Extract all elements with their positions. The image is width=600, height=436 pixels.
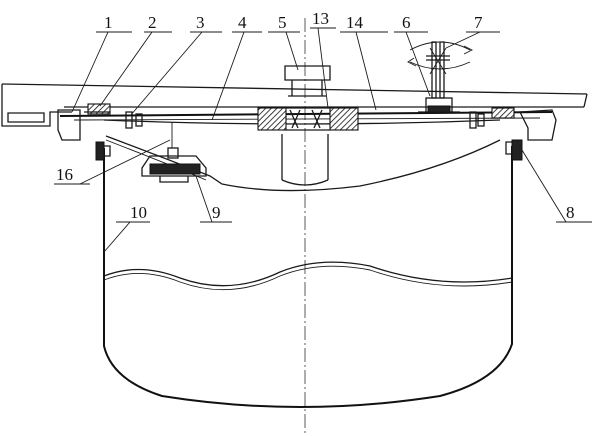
- fasteners: [125, 111, 485, 129]
- bearing-right: [329, 107, 359, 131]
- sealing-ring-left: [87, 103, 111, 115]
- label-9: 9: [212, 203, 221, 222]
- liquid-surface-2: [103, 265, 513, 291]
- bearing-left: [257, 107, 287, 131]
- label-4: 4: [238, 13, 247, 32]
- rotation-arrow-top: [409, 41, 471, 51]
- label-10: 10: [130, 203, 147, 222]
- part-labels: 1 2 3 4 5 13 14 6 7 16 9 10 8: [56, 9, 575, 222]
- label-16: 16: [56, 165, 73, 184]
- pot-body: [95, 139, 523, 408]
- rotation-arrow-bottom: [409, 61, 471, 70]
- leader-lines: [54, 27, 592, 253]
- label-1: 1: [104, 13, 113, 32]
- label-13: 13: [312, 9, 329, 28]
- label-14: 14: [346, 13, 364, 32]
- center-shaft: [257, 65, 359, 186]
- lid-handle-bar: [1, 83, 588, 127]
- sealing-ring-right: [491, 107, 515, 119]
- safety-valve: [141, 122, 207, 183]
- label-3: 3: [196, 13, 205, 32]
- left-rim: [57, 103, 111, 141]
- label-5: 5: [278, 13, 287, 32]
- right-rim: [491, 107, 557, 141]
- label-7: 7: [474, 13, 483, 32]
- liquid-surface: [103, 261, 513, 287]
- pressure-valve: [407, 41, 474, 113]
- label-2: 2: [148, 13, 157, 32]
- label-6: 6: [402, 13, 411, 32]
- label-8: 8: [566, 203, 575, 222]
